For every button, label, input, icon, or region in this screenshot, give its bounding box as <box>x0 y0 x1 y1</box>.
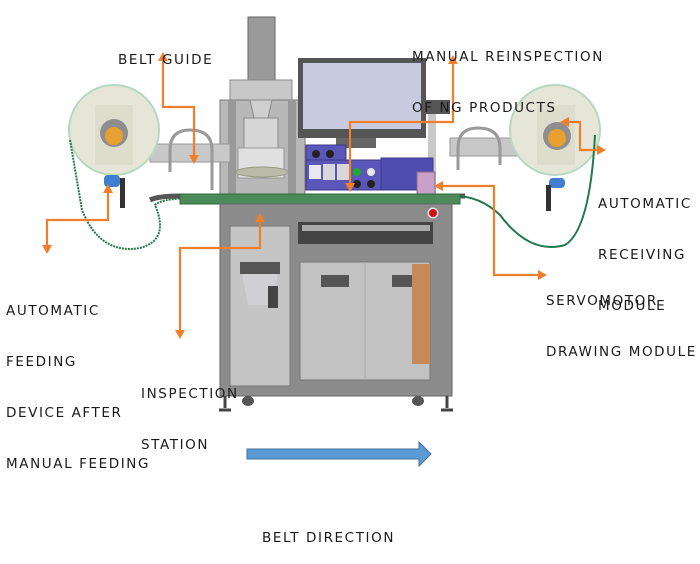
belt-direction-arrow <box>246 440 432 468</box>
label-manual-reinspection: MANUAL REINSPECTION OF NG PRODUCTS <box>412 49 604 116</box>
callout-servomotor <box>438 184 543 277</box>
label-automatic-receiving: AUTOMATIC RECEIVING MODULE <box>598 196 692 314</box>
callout-inspection <box>178 218 262 335</box>
machine-illustration <box>42 16 606 468</box>
camera-column <box>219 16 306 211</box>
label-belt-guide: BELT GUIDE <box>118 52 214 68</box>
callout-lines <box>45 57 602 335</box>
belt <box>69 134 596 250</box>
control-panel <box>305 144 436 197</box>
callout-manual-reinspection <box>348 60 455 188</box>
cabinet <box>219 203 453 412</box>
monitor <box>298 58 450 194</box>
label-automatic-feeding: AUTOMATIC FEEDING DEVICE AFTER MANUAL FE… <box>6 303 151 472</box>
callout-auto-receiving <box>564 120 602 152</box>
callout-arrowheads <box>42 52 606 339</box>
machine-diagram: BELT GUIDE MANUAL REINSPECTION OF NG PRO… <box>6 16 697 546</box>
belt-guide-rails <box>149 126 521 190</box>
label-inspection-station: INSPECTION STATION <box>141 386 239 453</box>
right-reel <box>509 84 601 211</box>
label-servomotor: SERVOMOTOR DRAWING MODULE <box>546 293 697 360</box>
callout-auto-feeding <box>45 188 110 250</box>
left-reel <box>68 84 160 208</box>
callout-belt-guide <box>161 57 196 160</box>
label-belt-direction: BELT DIRECTION <box>262 530 396 546</box>
